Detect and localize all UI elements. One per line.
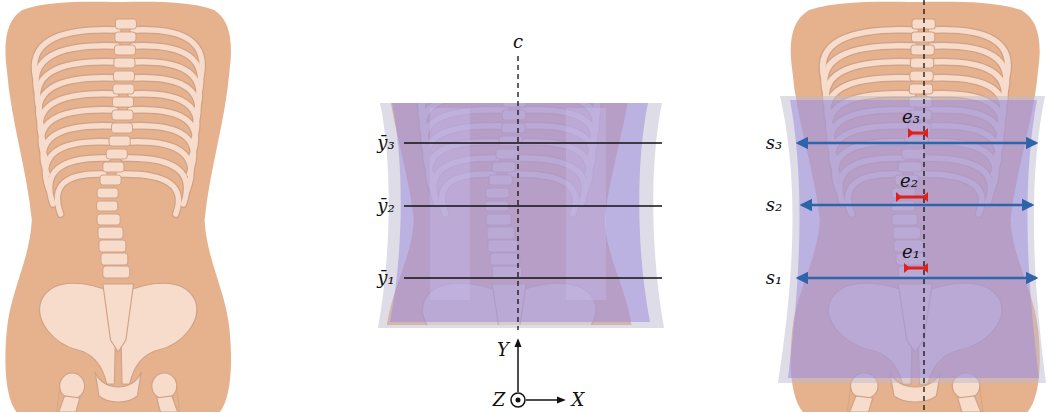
width-label: s₃	[766, 134, 782, 152]
centre-line	[517, 56, 518, 330]
axis-label: X	[572, 391, 585, 409]
width-label: s₁	[766, 269, 782, 287]
level-lines	[404, 143, 662, 278]
width-arrows	[798, 143, 1036, 278]
offset-markers	[896, 128, 928, 273]
axes	[511, 340, 564, 407]
axis-label: Z	[493, 391, 506, 409]
width-label: s₂	[766, 196, 782, 214]
brace-cross-section	[378, 2, 664, 412]
level-label: ȳ₁	[377, 269, 394, 287]
level-label: ȳ₂	[377, 197, 394, 215]
axis-label: Y	[497, 341, 509, 359]
brace	[778, 96, 1046, 383]
torso-skeleton	[5, 2, 231, 412]
offset-label: e₂	[900, 172, 918, 190]
offset-label: e₃	[902, 108, 920, 126]
level-label: ȳ₃	[377, 134, 394, 152]
offset-label: e₁	[902, 243, 920, 261]
axis-label: c	[513, 33, 523, 51]
